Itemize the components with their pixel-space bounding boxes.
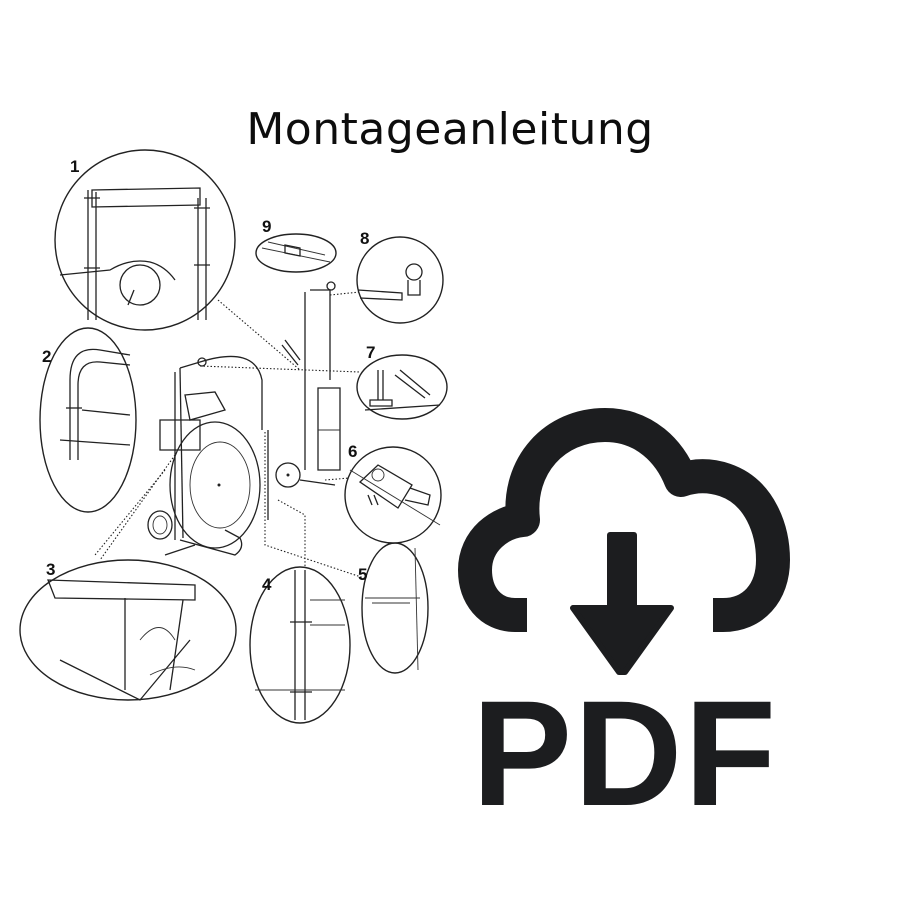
detail-callout-8: 8 — [356, 229, 444, 324]
step-number-4: 4 — [262, 575, 272, 594]
detail-callout-6: 6 — [344, 442, 442, 544]
step-number-7: 7 — [366, 343, 375, 362]
step-number-9: 9 — [262, 217, 271, 236]
detail-callout-3: 3 — [19, 559, 237, 701]
main-cart-drawing — [147, 355, 269, 556]
step-number-5: 5 — [358, 565, 367, 584]
cloud-download-icon[interactable] — [455, 380, 800, 820]
pdf-label[interactable]: PDF — [472, 669, 778, 837]
detail-callout-1: 1 — [54, 149, 236, 331]
detail-callout-2: 2 — [39, 327, 137, 513]
page-title: Montageanleitung — [246, 104, 654, 155]
connector-lines — [94, 291, 371, 581]
step-number-6: 6 — [348, 442, 357, 461]
detail-callout-9: 9 — [255, 217, 337, 273]
detail-callout-4: 4 — [249, 566, 351, 724]
detail-callout-7: 7 — [356, 343, 448, 420]
step-number-1: 1 — [70, 157, 79, 176]
step-number-8: 8 — [360, 229, 369, 248]
assembly-diagram: 1 2 3 4 5 — [19, 149, 448, 724]
step-number-2: 2 — [42, 347, 51, 366]
side-cart-drawing — [275, 281, 341, 488]
step-number-3: 3 — [46, 560, 55, 579]
detail-callout-5: 5 — [358, 542, 429, 674]
